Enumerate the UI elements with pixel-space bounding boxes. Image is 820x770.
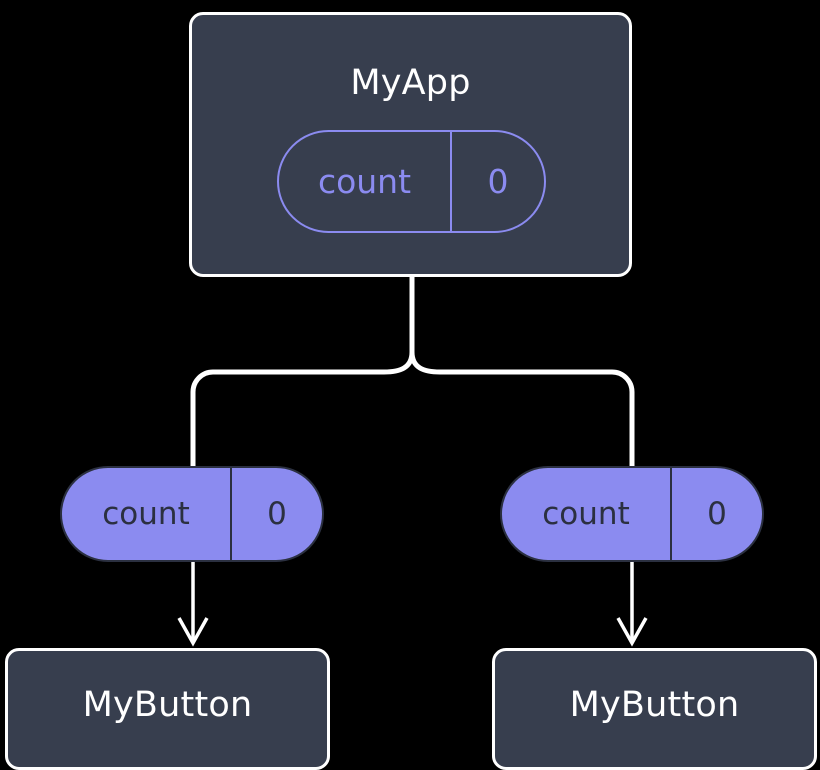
component-label-myapp: MyApp	[350, 63, 471, 103]
component-node-mybutton-right[interactable]: MyButton	[492, 648, 817, 770]
prop-pill-right[interactable]: count 0	[500, 466, 764, 562]
state-pill-myapp[interactable]: count 0	[277, 130, 546, 233]
prop-pill-key: count	[62, 468, 232, 560]
component-label-mybutton-left: MyButton	[82, 685, 253, 725]
prop-pill-left[interactable]: count 0	[60, 466, 324, 562]
arrow-head-left-icon	[177, 617, 209, 647]
arrow-head-right-icon	[616, 617, 648, 647]
component-node-mybutton-left[interactable]: MyButton	[5, 648, 330, 770]
state-pill-key: count	[279, 132, 452, 231]
connector-fork-right	[409, 351, 635, 470]
prop-pill-value: 0	[267, 496, 287, 532]
prop-pill-key: count	[502, 468, 672, 560]
state-pill-value: 0	[487, 162, 509, 201]
prop-pill-value: 0	[707, 496, 727, 532]
component-label-mybutton-right: MyButton	[569, 685, 740, 725]
connector-fork-left	[190, 351, 415, 470]
